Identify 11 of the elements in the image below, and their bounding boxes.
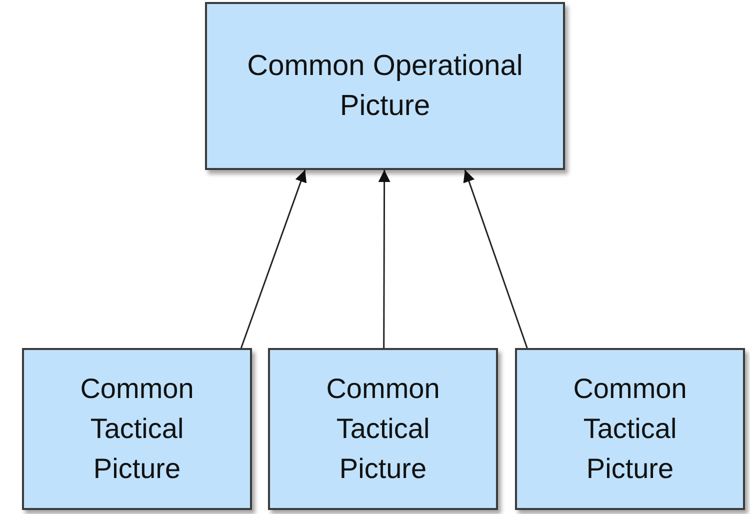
arrow — [378, 170, 390, 348]
box-label: Common Operational Picture — [246, 49, 524, 124]
process-box — [268, 348, 498, 510]
arrow — [463, 170, 528, 348]
box-label: Common Tactical Picture — [572, 372, 688, 486]
process-box — [22, 348, 252, 510]
box-label: Common Tactical Picture — [325, 372, 441, 486]
box-label: Common Tactical Picture — [79, 372, 195, 486]
process-box — [205, 2, 565, 170]
process-box — [515, 348, 745, 510]
arrow — [240, 170, 307, 348]
